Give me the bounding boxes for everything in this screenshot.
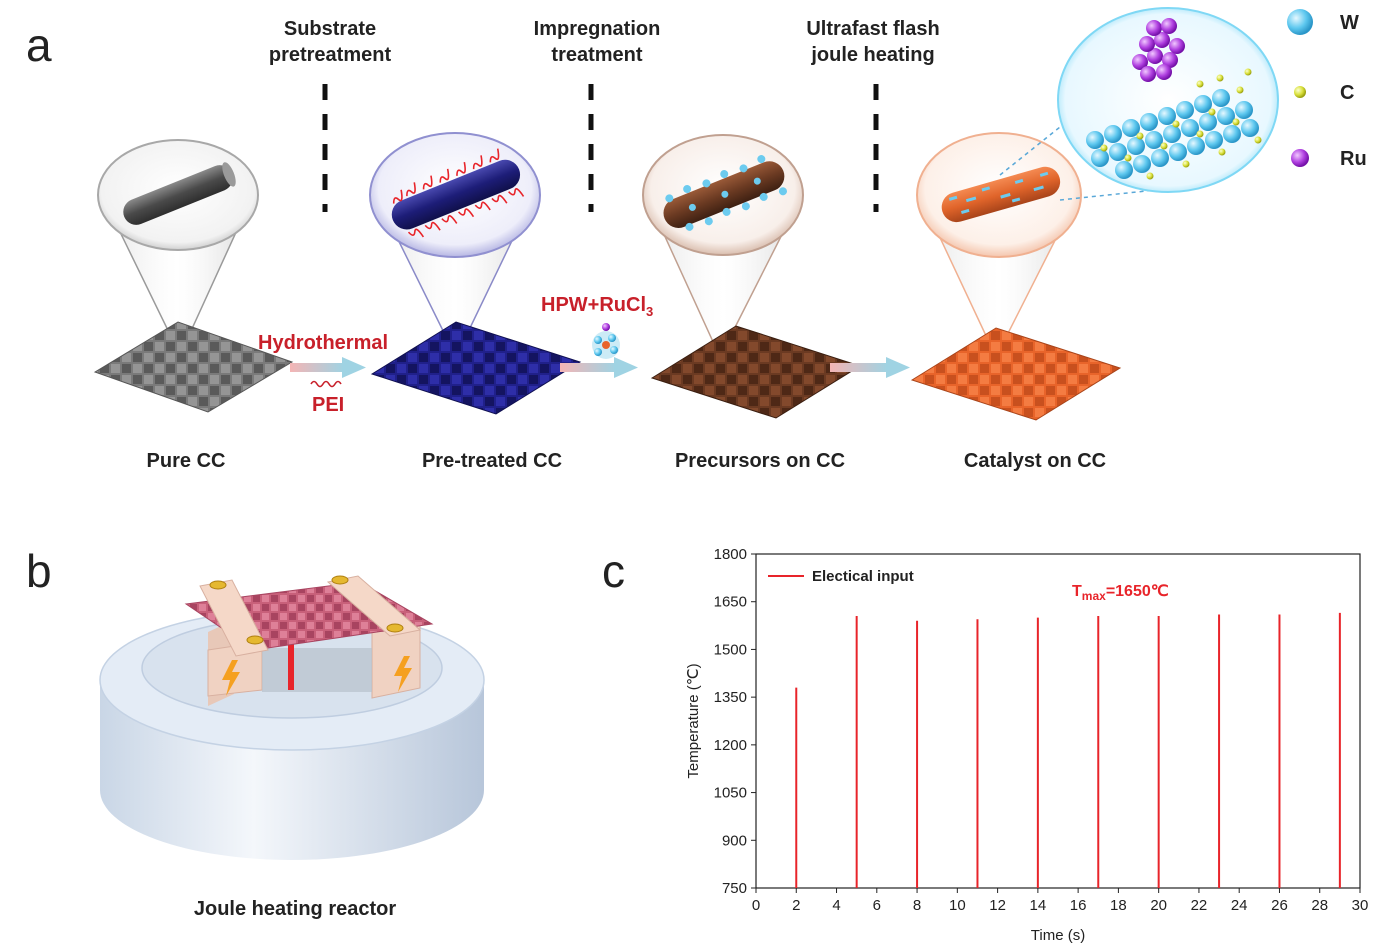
x-tick-label: 18 bbox=[1110, 897, 1127, 914]
step-header-line: Ultrafast flash bbox=[806, 18, 940, 40]
legend-label: Electical input bbox=[812, 568, 914, 585]
y-tick-label: 1200 bbox=[714, 737, 747, 754]
step-header-line: pretreatment bbox=[268, 44, 392, 66]
fiber-rod-with-pei bbox=[391, 148, 525, 238]
stage-catalyst-cc-graphic bbox=[910, 132, 1122, 421]
x-tick-label: 22 bbox=[1191, 897, 1208, 914]
panel-letter-c: c bbox=[602, 545, 625, 597]
atom-legend bbox=[1287, 9, 1313, 167]
carbon-cloth bbox=[910, 327, 1122, 421]
x-tick-label: 4 bbox=[832, 897, 840, 914]
pei-chain-icon bbox=[310, 380, 342, 388]
legend-label-c: C bbox=[1340, 82, 1355, 104]
carbon-cloth bbox=[93, 321, 294, 413]
pei-label: PEI bbox=[312, 394, 345, 416]
x-tick-label: 30 bbox=[1352, 897, 1369, 914]
x-axis-label: Time (s) bbox=[1031, 927, 1085, 944]
x-tick-label: 26 bbox=[1271, 897, 1288, 914]
legend-label-ru: Ru bbox=[1340, 148, 1367, 170]
step-header-line: Substrate bbox=[283, 18, 377, 40]
stage-precursors-cc-graphic bbox=[642, 134, 862, 419]
y-tick-label: 750 bbox=[722, 880, 747, 897]
legend-c-dot bbox=[1294, 86, 1306, 98]
step-header-flash-heating: Ultrafast flash joule heating bbox=[773, 16, 973, 68]
y-tick-label: 1500 bbox=[714, 641, 747, 658]
x-tick-label: 20 bbox=[1150, 897, 1167, 914]
legend-ru-dot bbox=[1291, 149, 1309, 167]
fiber-rod bbox=[123, 162, 236, 225]
stage-label-pure-cc: Pure CC bbox=[146, 450, 226, 472]
step-header-line: Impregnation bbox=[533, 18, 661, 40]
stage-label-pretreated-cc: Pre-treated CC bbox=[421, 450, 563, 472]
x-tick-label: 6 bbox=[873, 897, 881, 914]
lightning-icon bbox=[394, 656, 412, 692]
reagent-label: HPW+RuCl3 bbox=[541, 294, 653, 319]
stage-pretreated-cc-graphic bbox=[369, 132, 582, 415]
x-tick-label: 8 bbox=[913, 897, 921, 914]
y-tick-label: 1050 bbox=[714, 785, 747, 802]
plot-frame bbox=[755, 553, 1361, 889]
heating-filament bbox=[288, 628, 294, 690]
legend-w-dot bbox=[1287, 9, 1313, 35]
y-tick-label: 1650 bbox=[714, 594, 747, 611]
panel-letter-a: a bbox=[26, 19, 52, 71]
tmax-annotation: Tmax=1650℃ bbox=[1072, 583, 1169, 603]
stage-label-catalyst-cc: Catalyst on CC bbox=[963, 450, 1107, 472]
clamp-bar-right bbox=[326, 575, 422, 637]
panel-letter-b: b bbox=[26, 545, 52, 597]
fiber-rod-with-precursors bbox=[663, 155, 787, 231]
wc-lattice bbox=[1086, 68, 1262, 180]
process-arrow-1 bbox=[290, 357, 366, 388]
x-tick-label: 0 bbox=[752, 897, 760, 914]
stage-label-precursors-cc: Precursors on CC bbox=[674, 450, 846, 472]
y-tick-label: 1350 bbox=[714, 689, 747, 706]
y-axis-label: Temperature (℃) bbox=[685, 663, 702, 778]
joule-heating-reactor bbox=[99, 575, 485, 860]
x-tick-label: 14 bbox=[1030, 897, 1047, 914]
atomic-structure-bubble bbox=[1057, 7, 1279, 193]
process-arrow-3 bbox=[830, 357, 910, 378]
step-header-impregnation: Impregnation treatment bbox=[497, 16, 697, 68]
x-tick-label: 16 bbox=[1070, 897, 1087, 914]
process-arrow-2 bbox=[560, 323, 638, 378]
x-tick-label: 24 bbox=[1231, 897, 1248, 914]
hydrothermal-label: Hydrothermal bbox=[258, 332, 389, 354]
x-tick-label: 2 bbox=[792, 897, 800, 914]
x-tick-label: 28 bbox=[1311, 897, 1328, 914]
step-separators bbox=[322, 84, 879, 212]
x-tick-label: 10 bbox=[949, 897, 966, 914]
step-header-line: treatment bbox=[551, 44, 643, 66]
carbon-cloth bbox=[370, 321, 582, 415]
ru-cluster bbox=[1132, 18, 1185, 82]
fiber-rod-catalyst bbox=[941, 166, 1061, 223]
y-tick-label: 1800 bbox=[714, 546, 747, 563]
stage-pure-cc-graphic bbox=[93, 139, 294, 413]
reagent-main: HPW+RuCl bbox=[541, 294, 646, 316]
x-tick-label: 12 bbox=[989, 897, 1006, 914]
legend-label-w: W bbox=[1340, 12, 1359, 34]
reagent-subscript: 3 bbox=[646, 304, 654, 319]
y-tick-label: 900 bbox=[722, 832, 747, 849]
hpw-cluster-icon bbox=[592, 323, 620, 359]
step-header-line: joule heating bbox=[811, 44, 935, 66]
step-header-pretreatment: Substrate pretreatment bbox=[230, 16, 430, 68]
lightning-icon bbox=[222, 660, 240, 696]
reactor-label: Joule heating reactor bbox=[193, 898, 397, 920]
